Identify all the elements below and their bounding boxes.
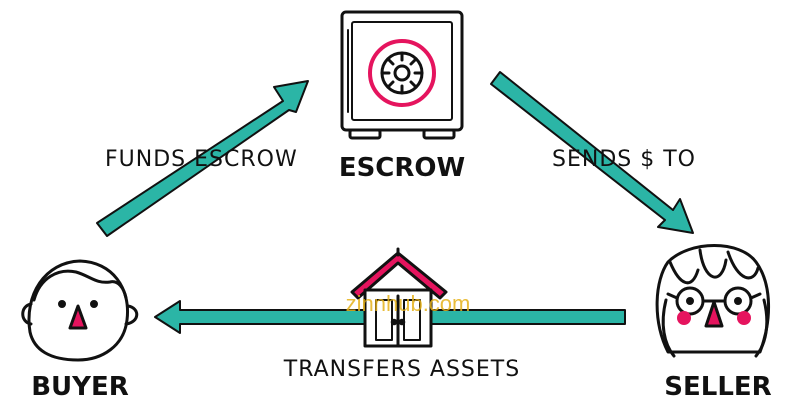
- safe-icon: [340, 10, 464, 140]
- funds-escrow-arrow: [96, 80, 309, 237]
- house-icon: [350, 247, 448, 348]
- buyer-label: BUYER: [31, 372, 129, 402]
- escrow-label: ESCROW: [339, 153, 465, 183]
- seller-label: SELLER: [664, 372, 771, 402]
- sends-to-arrow: [490, 71, 694, 234]
- funds-escrow-label: FUNDS ESCROW: [105, 147, 298, 172]
- buyer-face-icon: [21, 259, 139, 362]
- transfers-assets-label: TRANSFERS ASSETS: [283, 357, 520, 382]
- watermark-text: zinnhub.com: [346, 291, 471, 316]
- sends-to-label: SENDS $ TO: [552, 147, 696, 172]
- seller-face-icon: [655, 244, 770, 358]
